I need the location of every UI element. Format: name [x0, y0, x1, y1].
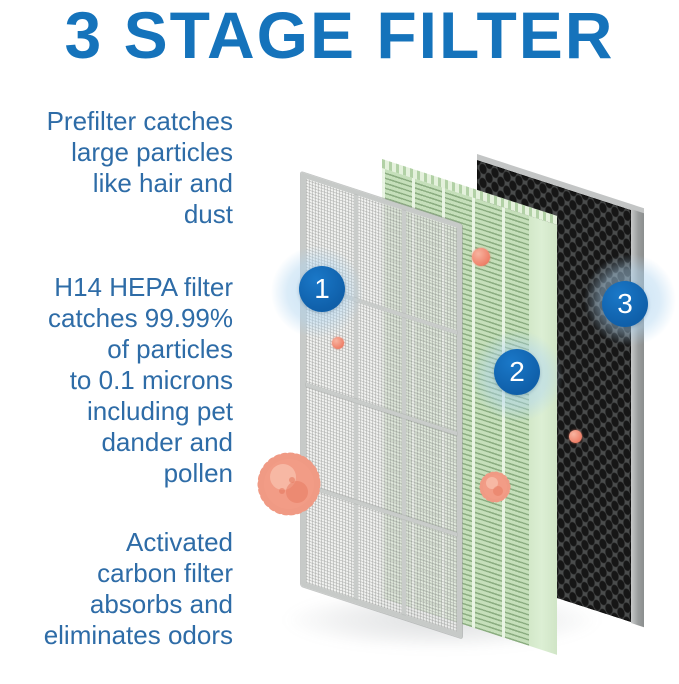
stage-description-prefilter: Prefilter catches large particles like h…: [0, 106, 233, 230]
description-line: catches 99.99%: [47, 303, 233, 333]
description-line: of particles: [107, 334, 233, 364]
stage-badge-3: 3: [602, 281, 648, 327]
description-line: large particles: [71, 137, 233, 167]
prefilter-grid-divider: [354, 194, 359, 600]
dust-dot-icon: [472, 248, 490, 266]
description-line: dust: [183, 199, 233, 229]
description-line: dander and: [101, 427, 233, 457]
pollen-svg: [257, 452, 321, 516]
stage-description-hepa: H14 HEPA filter catches 99.99% of partic…: [0, 272, 233, 489]
stage-badge-2: 2: [494, 349, 540, 395]
description-line: including pet: [87, 396, 233, 426]
stage-badge-1: 1: [299, 266, 345, 312]
description-line: Prefilter catches: [46, 106, 233, 136]
description-line: eliminates odors: [43, 620, 233, 650]
pollen-particle-medium-icon: [476, 468, 514, 506]
prefilter-grid-divider: [401, 209, 406, 616]
prefilter-panel: [301, 172, 462, 639]
dust-dot-icon: [569, 430, 582, 443]
prefilter-grid-divider: [306, 483, 457, 537]
description-line: absorbs and: [89, 589, 233, 619]
description-line: H14 HEPA filter: [54, 272, 233, 302]
dust-dot-icon: [332, 337, 344, 349]
pollen-particle-large-icon: [252, 447, 326, 521]
description-line: pollen: [163, 458, 233, 488]
prefilter-grid-divider: [306, 382, 457, 436]
description-line: to 0.1 microns: [69, 365, 233, 395]
stage-descriptions: Prefilter catches large particles like h…: [0, 106, 233, 651]
description-line: like hair and: [92, 168, 233, 198]
page-title: 3 STAGE FILTER: [64, 0, 615, 72]
description-line: Activated: [126, 527, 233, 557]
description-line: carbon filter: [97, 558, 233, 588]
pollen-svg: [479, 471, 511, 503]
stage-description-carbon: Activated carbon filter absorbs and elim…: [0, 527, 233, 651]
